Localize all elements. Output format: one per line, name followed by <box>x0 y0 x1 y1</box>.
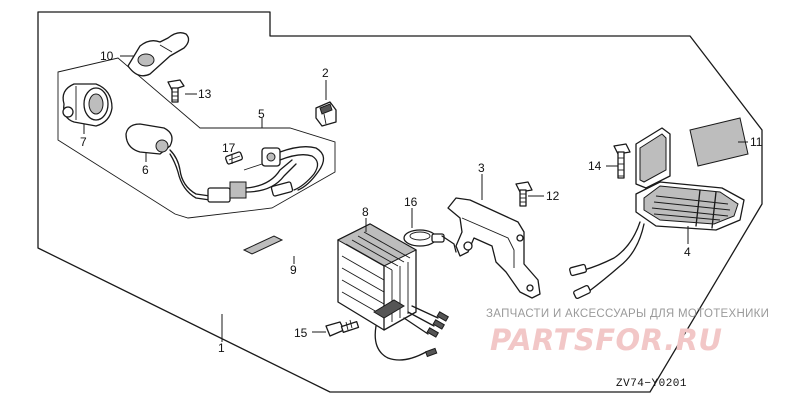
callout-9: 9 <box>290 263 297 277</box>
callout-3: 3 <box>478 161 485 175</box>
part-bolt-12 <box>515 181 533 207</box>
part-bracket <box>447 197 541 299</box>
callout-5: 5 <box>258 107 265 121</box>
callout-13: 13 <box>198 87 212 101</box>
callout-2: 2 <box>322 66 329 80</box>
part-connector <box>62 83 113 127</box>
part-clamp-harness <box>125 123 297 203</box>
leader-lines <box>83 55 748 342</box>
part-bolt-15 <box>325 319 360 337</box>
part-hose-clamp <box>403 229 457 253</box>
assembly-outline <box>37 11 763 393</box>
watermark-brand: PARTSFOR.RU <box>490 323 722 357</box>
part-clip <box>315 101 337 127</box>
part-label <box>242 235 284 255</box>
callout-10: 10 <box>100 49 114 63</box>
part-regulator <box>336 223 450 361</box>
subassembly-outline <box>57 57 336 219</box>
part-rubber-cap <box>127 32 190 77</box>
callout-11: 11 <box>750 135 763 149</box>
callout-12: 12 <box>546 189 560 203</box>
part-bolt-14 <box>613 143 631 179</box>
callout-8: 8 <box>362 205 369 219</box>
callout-7: 7 <box>80 135 87 149</box>
callout-15: 15 <box>294 326 308 340</box>
part-module <box>569 127 745 299</box>
part-switch-wiring <box>243 146 325 197</box>
callout-1: 1 <box>218 341 225 355</box>
callout-4: 4 <box>684 245 691 259</box>
part-sticker <box>689 117 749 167</box>
diagram-code: ZV74−Y0201 <box>616 378 687 390</box>
callout-17: 17 <box>222 141 236 155</box>
callout-16: 16 <box>404 195 418 209</box>
part-fuse-cap <box>225 151 243 165</box>
watermark-tagline: ЗАПЧАСТИ И АКСЕССУАРЫ ДЛЯ МОТОТЕХНИКИ <box>486 308 769 320</box>
part-bolt-13 <box>167 79 185 103</box>
callout-6: 6 <box>142 163 149 177</box>
callout-14: 14 <box>588 159 602 173</box>
